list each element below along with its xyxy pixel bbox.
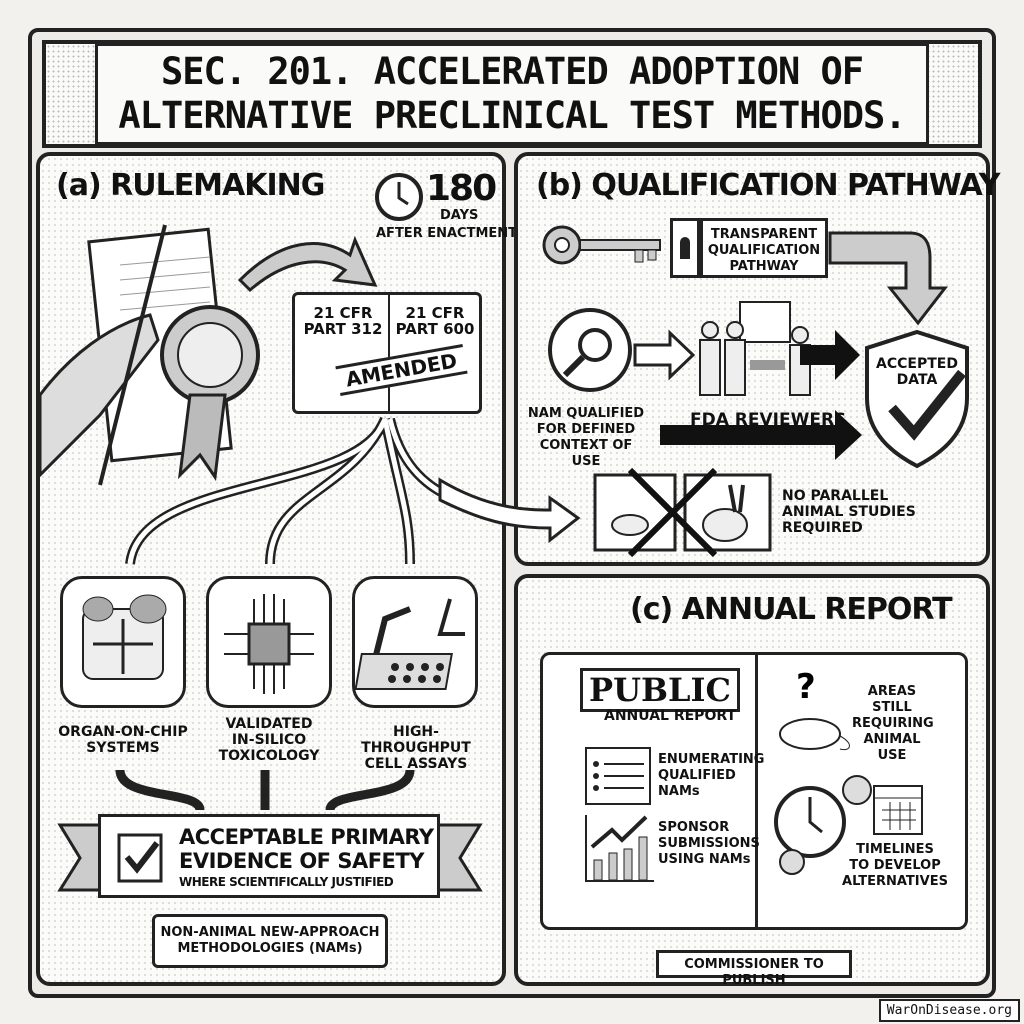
keyhole-icon: [670, 218, 700, 278]
arrow-to-accepted: [828, 231, 949, 326]
shield-check-icon: [865, 329, 969, 469]
key-icon: [542, 225, 661, 265]
deadline-unit: DAYS: [440, 208, 479, 223]
book-left-line-2: PART 312: [303, 320, 383, 338]
method-jar-cell-assays: [352, 576, 478, 708]
clipboard-check-icon: [117, 833, 163, 883]
evidence-line-2: EVIDENCE OF SAFETY: [179, 849, 424, 873]
black-arrows: [660, 330, 862, 460]
microchip-icon: [224, 594, 314, 694]
deadline-number: 180: [426, 168, 497, 209]
clock-calendar-icon: [774, 775, 923, 875]
public-banner: PUBLIC: [580, 668, 740, 712]
evidence-ribbon: [57, 769, 483, 892]
clock-icon: [375, 173, 423, 221]
book-left-line-1: 21 CFR: [313, 304, 373, 322]
evidence-line-1: ACCEPTABLE PRIMARY: [179, 825, 434, 849]
bar-chart-arrow-icon: [585, 815, 654, 882]
deadline-text: AFTER ENACTMENT: [376, 226, 518, 241]
annual-report-heading: (c) ANNUAL REPORT: [630, 592, 953, 627]
list-icon: [585, 747, 651, 805]
method-jar-in-silico: [206, 576, 332, 708]
qualification-heading: (b) QUALIFICATION PATHWAY: [536, 168, 1001, 203]
evidence-line-3: WHERE SCIENTIFICALLY JUSTIFIED: [179, 875, 394, 889]
evidence-box: ACCEPTABLE PRIMARY EVIDENCE OF SAFETY WH…: [98, 814, 440, 898]
rulemaking-heading: (a) RULEMAKING: [56, 168, 325, 203]
method-jar-organ-chip: [60, 576, 186, 708]
magnifier-icon: [548, 308, 696, 392]
fda-reviewers-icon: [699, 301, 811, 396]
title-banner: SEC. 201. ACCELERATED ADOPTION OF ALTERN…: [42, 40, 982, 148]
svg-text:?: ?: [796, 667, 816, 707]
watermark: WarOnDisease.org: [878, 999, 1020, 1022]
robot-arm-icon: [354, 598, 465, 690]
organ-chip-icon: [82, 594, 167, 680]
signing-hand-icon: [38, 224, 260, 486]
mouse-question-icon: ?: [779, 667, 850, 751]
amended-stamp: AMENDED: [335, 344, 468, 396]
no-animal-studies-icon: [438, 467, 772, 558]
commissioner-banner: COMMISSIONER TO PUBLISH: [656, 950, 852, 988]
title-line-1: SEC. 201. ACCELERATED ADOPTION OF: [160, 50, 864, 93]
annual-report-label: ANNUAL REPORT: [604, 708, 737, 724]
arrow-to-book: [237, 235, 378, 293]
book-right-line-1: 21 CFR: [405, 304, 465, 322]
title-line-2: ALTERNATIVE PRECLINICAL TEST METHODS.: [118, 94, 906, 137]
cfr-book: 21 CFR PART 312 21 CFR PART 600 AMENDED: [292, 292, 482, 414]
book-right-line-2: PART 600: [395, 320, 475, 338]
